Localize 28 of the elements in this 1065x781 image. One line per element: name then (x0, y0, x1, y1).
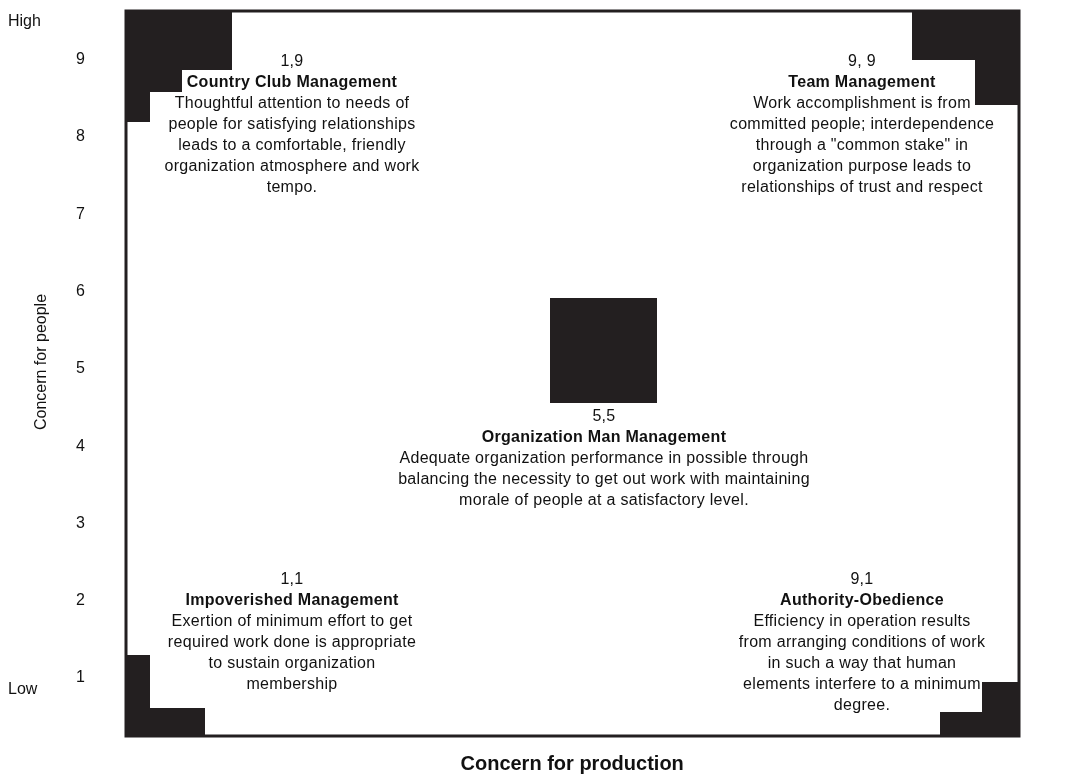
description: Exertion of minimum effort to get required work done is appropriate to sustain organization membership (166, 611, 418, 694)
axis-title: Concern for production (460, 752, 684, 775)
style-heading: Country Club Management (186, 72, 398, 92)
tick-label: 9 (76, 50, 85, 68)
description: Efficiency in operation results from arranging conditions of work in such a way that human elements interfere to a minimum degree. (737, 611, 987, 715)
description: Work accomplishment is from committed people; interdependence through a "common stake" in organization purpose leads to relationships of trust and respect (728, 93, 996, 197)
coordinate-label: 1,9 (280, 51, 304, 71)
style-heading: Organization Man Management (481, 427, 727, 447)
coordinate-label: 9,1 (850, 569, 874, 589)
style-heading: Team Management (788, 72, 936, 92)
tick-label: 7 (76, 204, 85, 223)
tick-label: 3 (76, 513, 85, 532)
axis-title: Concern for people (32, 293, 51, 431)
coordinate-label: 9, 9 (848, 51, 876, 71)
tick-label: 6 (76, 281, 85, 300)
coordinate-label: 5,5 (592, 406, 616, 426)
tick-label: 5 (76, 359, 85, 378)
tick-label: 8 (76, 127, 85, 146)
description: Adequate organization performance in possible through balancing the necessity to get out work with maintaining morale of people at a satisfactory level. (397, 448, 811, 510)
axis-end-label: Low (8, 680, 38, 698)
tick-label: 1 (76, 668, 85, 687)
style-heading: Impoverished Management (185, 590, 399, 610)
axis-end-label: High (8, 12, 41, 30)
style-heading: Authority-Obedience (780, 590, 944, 610)
tick-label: 4 (76, 436, 85, 455)
tick-label: 2 (76, 591, 85, 610)
coordinate-label: 1,1 (280, 569, 304, 589)
description: Thoughtful attention to needs of people for satisfying relationships leads to a comfortable, friendly organization atmosphere and work tempo. (163, 93, 421, 197)
